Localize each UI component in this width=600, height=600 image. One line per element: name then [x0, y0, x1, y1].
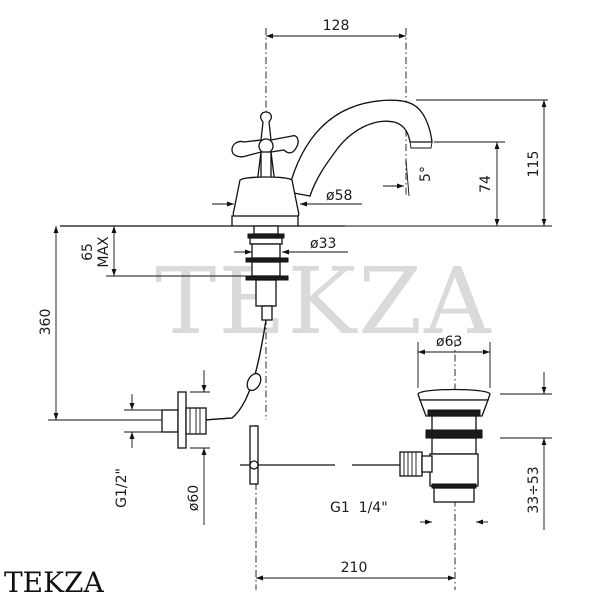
dim-waste-height: 33÷53 — [526, 466, 542, 513]
tekza-logo: TEKZA — [4, 566, 104, 599]
dimension-lines — [48, 33, 552, 581]
dim-total-height: 115 — [526, 151, 542, 178]
dim-rod-length: 210 — [341, 560, 368, 576]
dim-spout-reach: 128 — [323, 18, 350, 34]
dim-hose-length: 360 — [38, 309, 54, 336]
watermark-text: TEKZA — [155, 248, 493, 355]
dim-base-diameter: ø58 — [326, 188, 352, 204]
dimension-labels: 128 115 74 5° ø58 65 MAX ø33 360 G1/2" ø… — [38, 18, 542, 576]
dim-shank-diameter: ø33 — [310, 236, 336, 252]
waste-drawing — [399, 388, 491, 503]
dim-flange-diameter: ø60 — [186, 485, 202, 511]
dim-waste-thread: G1 1/4" — [330, 500, 388, 516]
dim-spout-angle: 5° — [418, 166, 434, 182]
dim-inlet-thread: G1/2" — [114, 468, 130, 508]
dim-thread-max: MAX — [96, 236, 112, 268]
dim-outlet-height: 74 — [478, 175, 494, 193]
dim-waste-diameter: ø63 — [436, 334, 462, 350]
faucet-drawing — [60, 99, 548, 485]
dim-thread-length: 65 — [80, 243, 96, 261]
